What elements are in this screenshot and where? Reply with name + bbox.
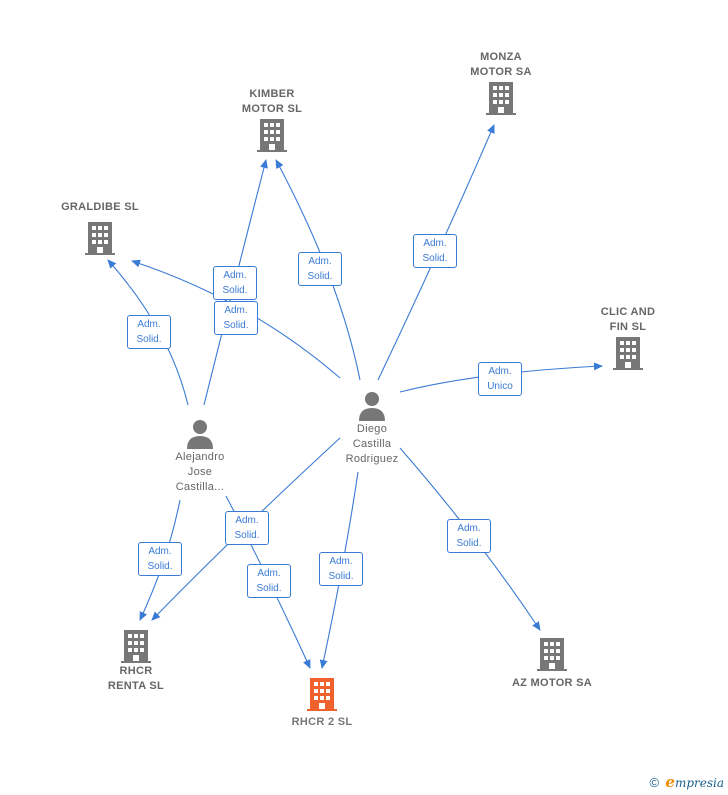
copyright-symbol: © xyxy=(649,775,660,790)
relation-label-alejandro-rhcr-renta[interactable]: Adm. Solid. xyxy=(138,542,182,576)
person-node-alejandro-castilla[interactable]: Alejandro Jose Castilla... xyxy=(158,418,242,495)
company-label: GRALDIBE SL xyxy=(61,201,139,213)
company-label: AZ MOTOR SA xyxy=(511,677,593,689)
relation-role: Adm. xyxy=(308,256,332,267)
relation-role: Adm. xyxy=(224,305,248,316)
relation-role: Adm. xyxy=(223,270,247,281)
relation-label-diego-kimber[interactable]: Adm. Solid. xyxy=(298,252,342,286)
relation-type: Solid. xyxy=(328,571,354,582)
relation-type: Solid. xyxy=(456,538,482,549)
company-node-monza-motor[interactable]: MONZA MOTOR SA xyxy=(458,50,544,116)
building-icon xyxy=(537,638,567,671)
relation-type: Solid. xyxy=(147,561,173,572)
company-node-az-motor[interactable]: AZ MOTOR SA xyxy=(500,636,604,691)
building-icon xyxy=(85,222,115,255)
company-node-clic-and-fin[interactable]: CLIC AND FIN SL xyxy=(586,305,670,371)
person-node-diego-castilla[interactable]: Diego Castilla Rodriguez xyxy=(330,390,414,467)
building-icon xyxy=(613,337,643,370)
building-icon xyxy=(486,82,516,115)
relation-role: Adm. xyxy=(488,366,512,377)
company-node-rhcr-renta[interactable]: RHCR RENTA SL xyxy=(94,628,178,694)
relation-label-diego-monza[interactable]: Adm. Solid. xyxy=(413,234,457,268)
relation-label-alejandro-graldibe[interactable]: Adm. Solid. xyxy=(127,315,171,349)
relation-type: Solid. xyxy=(222,285,248,296)
relation-label-alejandro-kimber[interactable]: Adm. Solid. xyxy=(213,266,257,300)
building-icon xyxy=(257,119,287,152)
relation-role: Adm. xyxy=(329,556,353,567)
person-label: Diego Castilla Rodriguez xyxy=(345,423,399,465)
relation-role: Adm. xyxy=(148,546,172,557)
relation-role: Adm. xyxy=(257,568,281,579)
relation-role: Adm. xyxy=(137,319,161,330)
relation-role: Adm. xyxy=(235,515,259,526)
company-label: RHCR 2 SL xyxy=(291,716,353,728)
company-label: RHCR RENTA SL xyxy=(107,665,165,692)
company-node-rhcr-2[interactable]: RHCR 2 SL xyxy=(276,676,368,730)
relation-role: Adm. xyxy=(457,523,481,534)
company-node-kimber-motor[interactable]: KIMBER MOTOR SL xyxy=(228,87,316,153)
relation-label-alejandro-rhcr2[interactable]: Adm. Solid. xyxy=(247,564,291,598)
relation-type: Solid. xyxy=(223,320,249,331)
relation-type: Solid. xyxy=(136,334,162,345)
relation-label-diego-az[interactable]: Adm. Solid. xyxy=(447,519,491,553)
relation-type: Solid. xyxy=(256,583,282,594)
building-icon xyxy=(307,678,337,711)
company-label: MONZA MOTOR SA xyxy=(470,51,532,78)
relation-type: Solid. xyxy=(422,253,448,264)
person-label: Alejandro Jose Castilla... xyxy=(175,451,225,493)
company-label: CLIC AND FIN SL xyxy=(600,306,656,333)
person-icon xyxy=(359,392,385,421)
relation-type: Solid. xyxy=(307,271,333,282)
building-icon xyxy=(121,630,151,663)
relation-label-diego-clic[interactable]: Adm. Unico xyxy=(478,362,522,396)
empresia-watermark: © empresia xyxy=(649,773,724,791)
empresia-logo: empresia xyxy=(665,773,724,791)
relation-label-diego-rhcr2[interactable]: Adm. Solid. xyxy=(319,552,363,586)
relation-type: Solid. xyxy=(234,530,260,541)
company-label: KIMBER MOTOR SL xyxy=(241,88,303,115)
person-icon xyxy=(187,420,213,449)
relation-role: Adm. xyxy=(423,238,447,249)
relation-type: Unico xyxy=(487,381,513,392)
relation-label-diego-graldibe[interactable]: Adm. Solid. xyxy=(214,301,258,335)
company-node-graldibe[interactable]: GRALDIBE SL xyxy=(52,200,148,257)
relation-label-diego-rhcr-renta[interactable]: Adm. Solid. xyxy=(225,511,269,545)
